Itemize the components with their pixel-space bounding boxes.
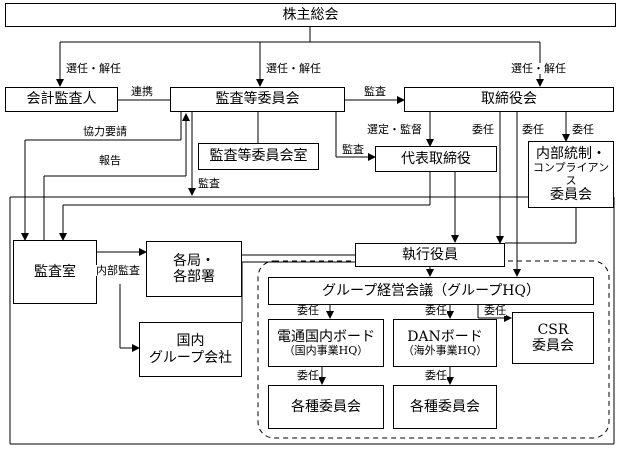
delegate-label-5: 委任 xyxy=(425,304,447,317)
cooperation-request-label: 協力要請 xyxy=(83,125,127,138)
internal-audit-label: 内部監査 xyxy=(96,264,140,277)
bureaus-line1: 各局・ xyxy=(173,252,215,269)
dentsu-domestic-board-box: 電通国内ボード （国内事業HQ） xyxy=(268,319,384,367)
board-of-directors-box: 取締役会 xyxy=(404,87,614,112)
audit-label-down: 監査 xyxy=(198,177,220,190)
csr-line2: 委員会 xyxy=(532,338,574,354)
representative-director-box: 代表取締役 xyxy=(375,146,497,172)
audit-office-label: 監査室 xyxy=(34,263,76,280)
executive-officers-box: 執行役員 xyxy=(355,243,505,267)
elect-dismiss-label-3: 選任・解任 xyxy=(511,62,566,75)
board-of-directors-label: 取締役会 xyxy=(481,91,537,108)
shareholders-meeting-label: 株主総会 xyxy=(282,6,339,23)
audit-label-top: 監査 xyxy=(364,85,386,98)
committees-left-label: 各種委員会 xyxy=(291,398,361,415)
audit-committee-box: 監査等委員会 xyxy=(170,87,345,112)
group-management-meeting-box: グループ経営会議（グループHQ） xyxy=(268,277,594,305)
delegate-label-3: 委任 xyxy=(572,123,594,136)
internal-control-committee-box: 内部統制・ コンプライアンス 委員会 xyxy=(528,141,614,208)
bureaus-departments-box: 各局・ 各部署 xyxy=(146,241,242,297)
internal-control-line3: 委員会 xyxy=(550,187,592,204)
audit-committee-office-box: 監査等委員会室 xyxy=(198,143,319,170)
delegate-label-7: 委任 xyxy=(297,369,319,382)
committees-right-box: 各種委員会 xyxy=(393,385,497,429)
internal-control-line2: コンプライアンス xyxy=(532,160,610,187)
delegate-label-2: 委任 xyxy=(522,123,544,136)
committees-right-label: 各種委員会 xyxy=(410,398,480,415)
delegate-label-4: 委任 xyxy=(297,304,319,317)
executive-officers-label: 執行役員 xyxy=(402,246,458,263)
elect-dismiss-label-1: 選任・解任 xyxy=(66,62,121,75)
dan-board-box: DANボード （海外事業HQ） xyxy=(393,319,497,367)
domestic-group-line1: 国内 xyxy=(176,333,205,350)
domestic-group-line2: グループ会社 xyxy=(148,349,233,366)
internal-control-line1: 内部統制・ xyxy=(536,145,606,162)
csr-line1: CSR xyxy=(537,321,569,338)
elect-dismiss-label-2: 選任・解任 xyxy=(266,62,321,75)
accounting-auditor-box: 会計監査人 xyxy=(5,87,118,112)
dan-board-sub: （海外事業HQ） xyxy=(402,343,488,357)
committees-left-box: 各種委員会 xyxy=(268,385,384,429)
accounting-auditor-label: 会計監査人 xyxy=(26,91,97,108)
bureaus-line2: 各部署 xyxy=(173,269,215,285)
domestic-board-sub: （国内事業HQ） xyxy=(283,343,369,357)
domestic-board-label: 電通国内ボード xyxy=(277,328,375,345)
shareholders-meeting-box: 株主総会 xyxy=(5,3,616,27)
dan-board-label: DANボード xyxy=(407,328,483,345)
report-label: 報告 xyxy=(99,154,121,167)
representative-director-label: 代表取締役 xyxy=(401,150,471,167)
domestic-group-companies-box: 国内 グループ会社 xyxy=(139,322,242,377)
audit-committee-office-label: 監査等委員会室 xyxy=(209,148,308,165)
audit-label-mid: 監査 xyxy=(342,143,364,156)
delegate-label-6: 委任 xyxy=(484,304,506,317)
csr-committee-box: CSR 委員会 xyxy=(512,312,594,364)
group-management-meeting-label: グループ経営会議（グループHQ） xyxy=(321,282,540,299)
delegate-label-1: 委任 xyxy=(472,123,494,136)
cooperation-label: 連携 xyxy=(131,85,153,98)
appoint-supervise-label: 選定・監督 xyxy=(367,123,422,136)
delegate-label-8: 委任 xyxy=(425,369,447,382)
audit-committee-label: 監査等委員会 xyxy=(215,91,300,108)
audit-office-box: 監査室 xyxy=(13,240,97,304)
